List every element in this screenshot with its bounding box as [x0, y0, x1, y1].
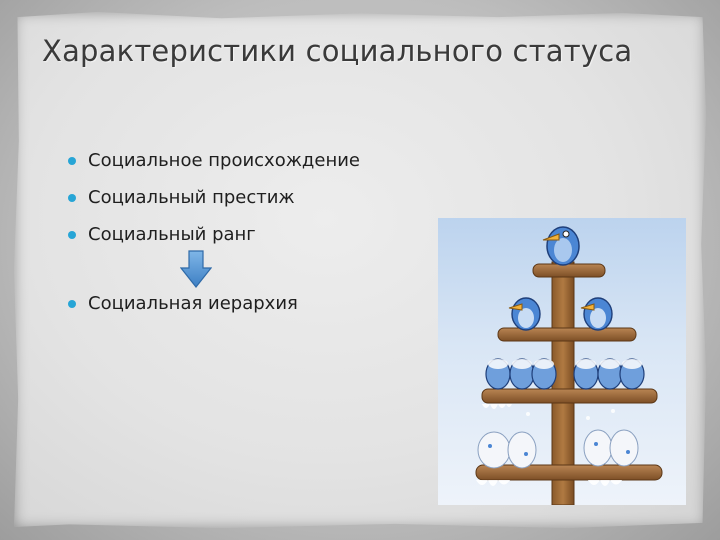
bird-hierarchy-tree-illustration	[475, 226, 663, 506]
conclusion-text: Социальная иерархия	[88, 293, 298, 314]
bullet-item: Социальное происхождение	[68, 142, 360, 179]
bullet-dot-icon	[68, 231, 76, 239]
top-bird	[542, 226, 580, 266]
bullet-dot-icon	[68, 300, 76, 308]
conclusion-list: Социальная иерархия	[68, 285, 298, 322]
slide-title: Характеристики социального статуса	[42, 34, 633, 68]
down-arrow-icon	[180, 250, 212, 288]
bullet-text: Социальное происхождение	[88, 150, 360, 171]
bullet-text: Социальный ранг	[88, 224, 256, 245]
bullet-list: Социальное происхождение Социальный прес…	[68, 142, 360, 253]
hierarchy-illustration	[438, 218, 686, 506]
bullet-item: Социальный престиж	[68, 179, 360, 216]
bullet-dot-icon	[68, 194, 76, 202]
bullet-item: Социальный ранг	[68, 216, 360, 253]
bullet-item: Социальная иерархия	[68, 285, 298, 322]
bullet-text: Социальный престиж	[88, 187, 295, 208]
bullet-dot-icon	[68, 157, 76, 165]
